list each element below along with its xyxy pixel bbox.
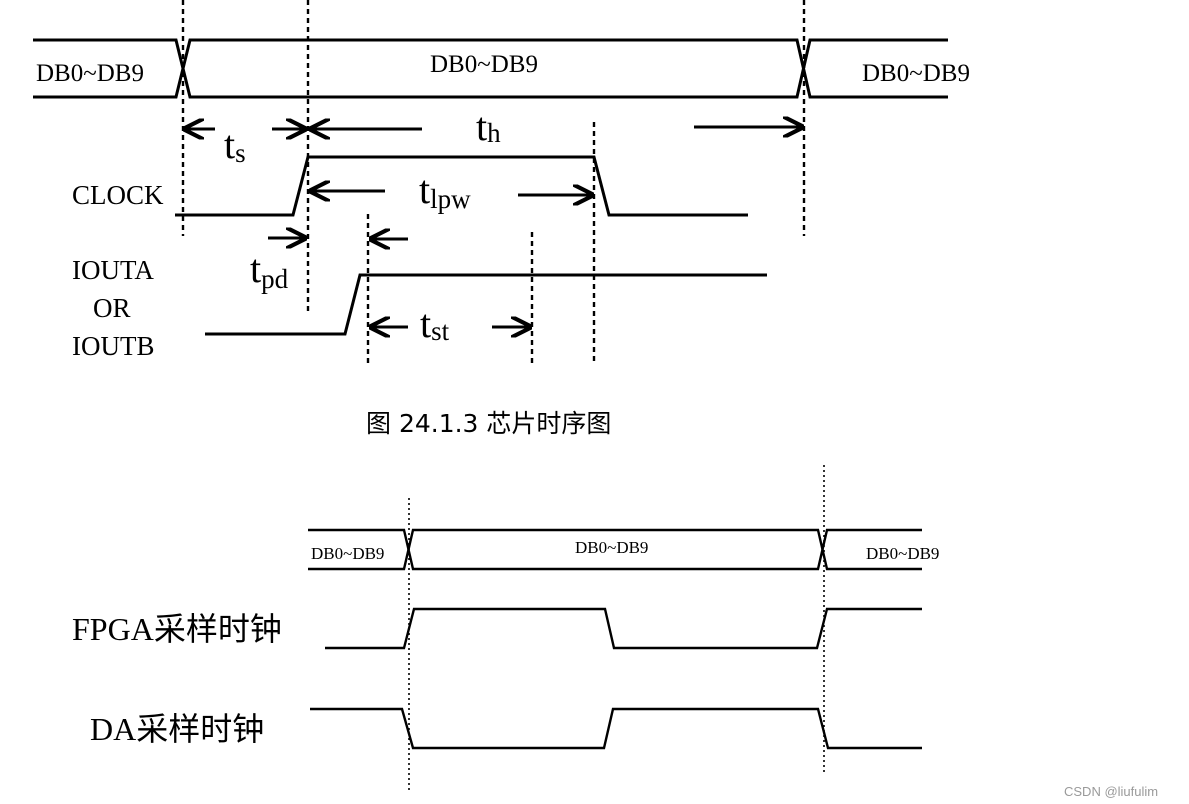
- fpga-clock-label: FPGA采样时钟: [72, 611, 282, 647]
- bus-label-left: DB0~DB9: [36, 60, 144, 87]
- label-t-s: ts: [224, 122, 246, 168]
- clock-waveform: [175, 155, 748, 217]
- bus2-label-left: DB0~DB9: [311, 544, 384, 563]
- iout-label-line1: IOUTA: [72, 255, 154, 285]
- bus2-label-right: DB0~DB9: [866, 544, 939, 563]
- iout-waveform: [205, 273, 767, 336]
- da-clock-label: DA采样时钟: [90, 711, 264, 747]
- timing-arrows: [185, 127, 802, 327]
- bus-label-right: DB0~DB9: [862, 60, 970, 87]
- clock-label: CLOCK: [72, 180, 164, 210]
- bus-label-middle: DB0~DB9: [430, 51, 538, 78]
- sampling-clock-diagram: DB0~DB9 DB0~DB9 DB0~DB9 FPGA采样时钟 DA采样时钟: [72, 465, 939, 790]
- chip-timing-diagram: DB0~DB9 DB0~DB9 DB0~DB9 CLOCK IOUTA OR I…: [33, 0, 970, 438]
- bus2-label-middle: DB0~DB9: [575, 538, 648, 557]
- label-t-lpw: tlpw: [419, 167, 471, 214]
- watermark: CSDN @liufulim: [1064, 784, 1158, 799]
- da-clock-waveform: [310, 707, 922, 750]
- fpga-clock-waveform: [325, 607, 922, 650]
- figure-caption: 图 24.1.3 芯片时序图: [366, 409, 611, 438]
- label-t-h: th: [476, 104, 501, 149]
- iout-label-line3: IOUTB: [72, 331, 155, 361]
- data-bus-waveform: [33, 38, 948, 99]
- label-t-pd: tpd: [250, 246, 289, 294]
- data-bus-waveform-2: [308, 528, 922, 571]
- label-t-st: tst: [420, 301, 450, 346]
- iout-label-line2: OR: [93, 293, 131, 323]
